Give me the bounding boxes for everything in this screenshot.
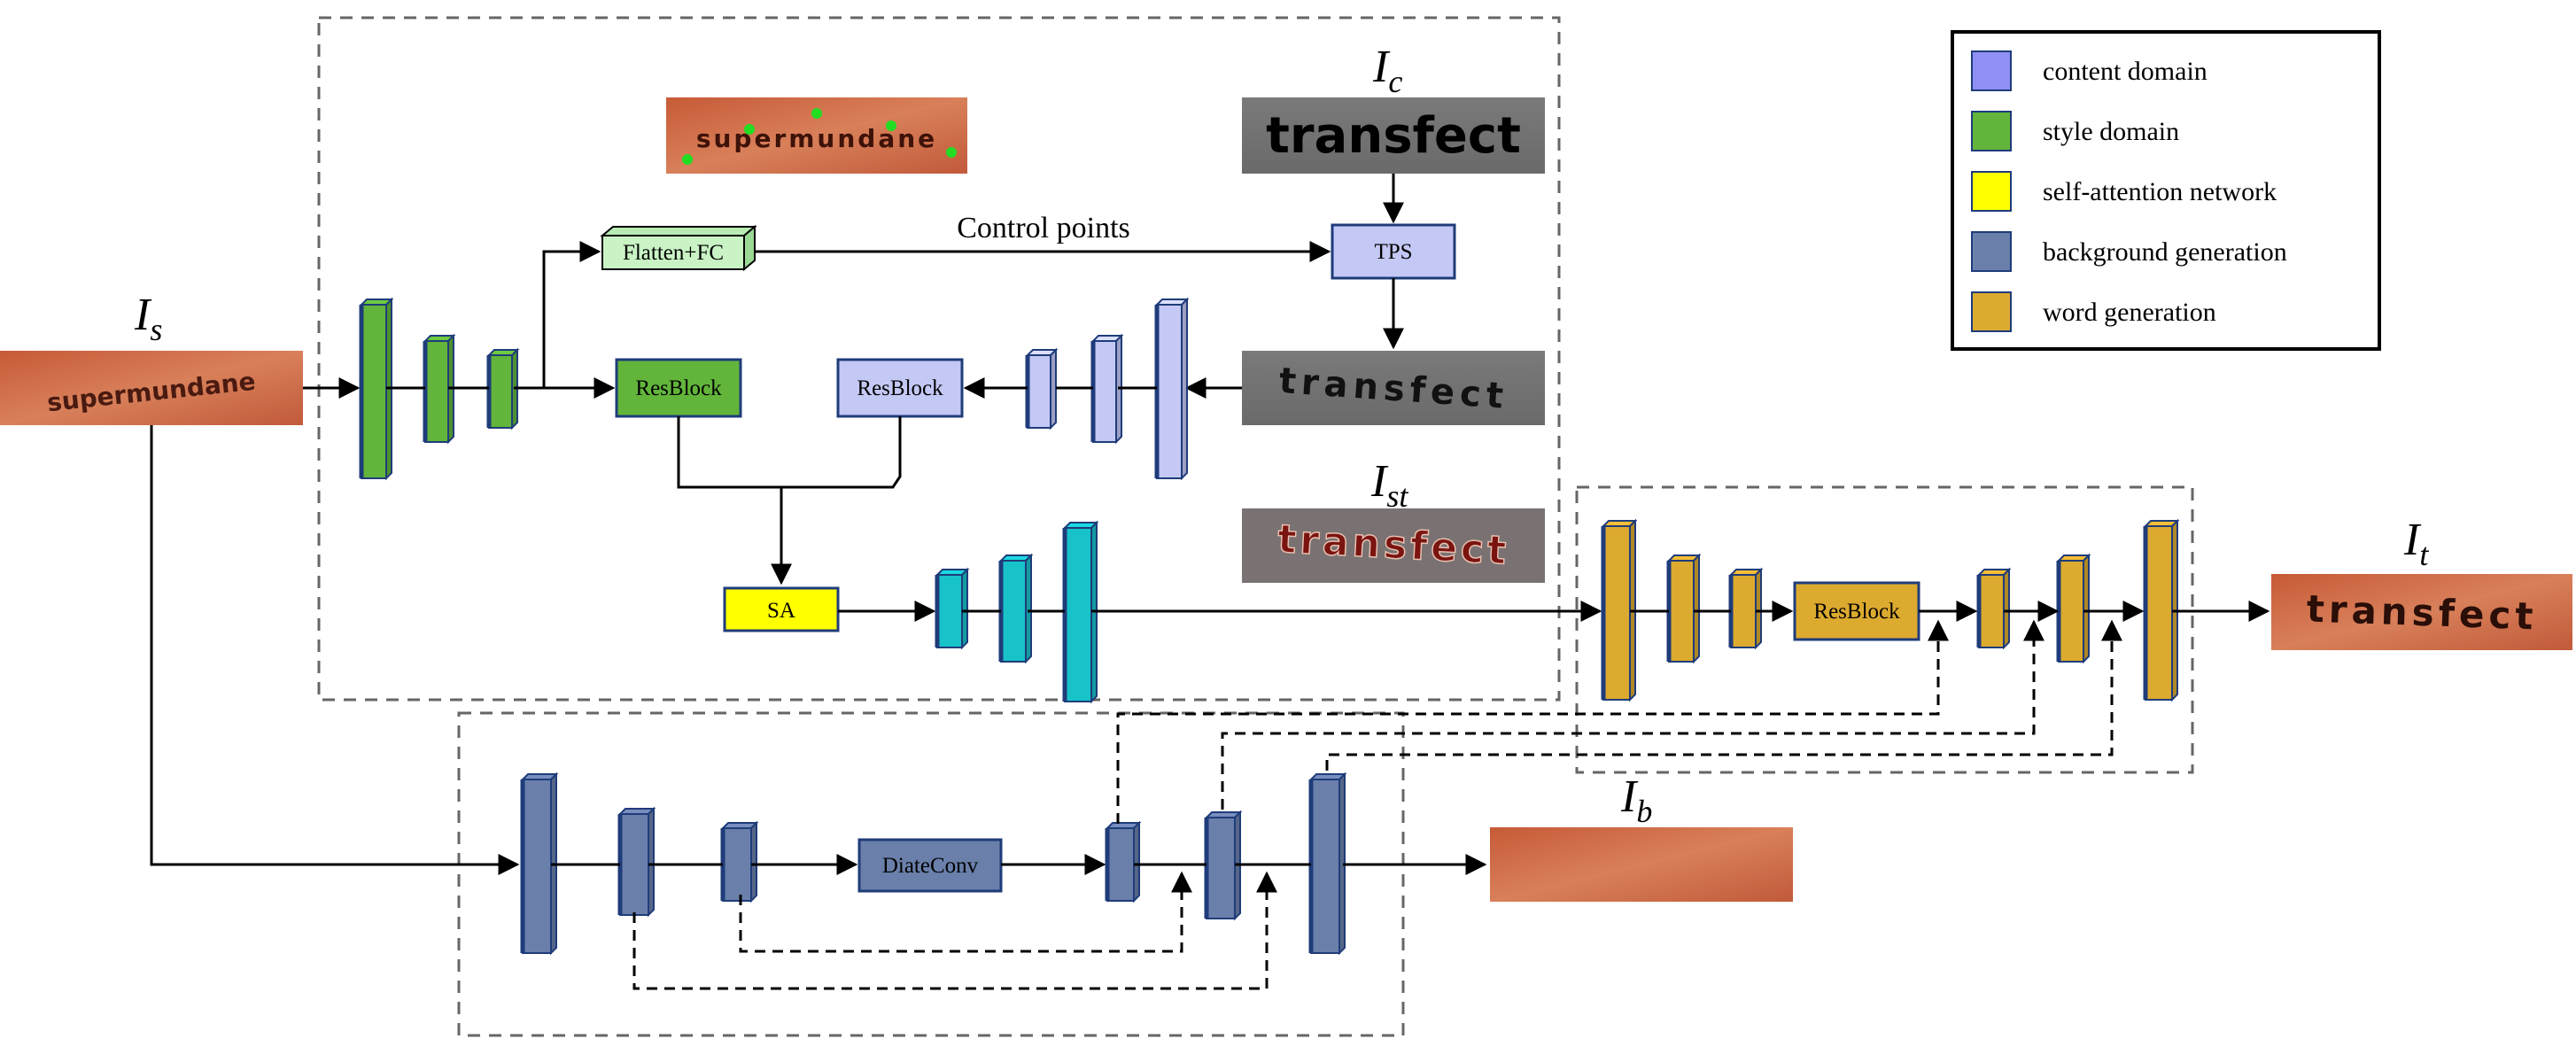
content-encoder-layer-2 <box>1090 333 1124 445</box>
fusion-encoder-layer-2 <box>1666 553 1702 664</box>
legend-label: self-attention network <box>2043 177 2277 206</box>
legend-label: background generation <box>2043 237 2287 267</box>
sa-label: SA <box>767 599 795 623</box>
legend-item: background generation <box>1971 231 2287 272</box>
resblock-word <box>1793 581 1920 641</box>
style-control-points-image: supermundane <box>666 97 967 174</box>
arrow-is-to-background <box>150 425 520 875</box>
input-image-Is: supermundane Is <box>0 290 303 425</box>
control-points-image-word: supermundane <box>696 124 937 153</box>
symbol-It: It <box>2403 515 2429 572</box>
legend-item: self-attention network <box>1971 171 2277 212</box>
teal-layer-2 <box>998 553 1034 664</box>
diateconv-block <box>857 838 1003 893</box>
legend-item: word generation <box>1971 291 2216 332</box>
content-image <box>1242 97 1545 174</box>
skip-bg-to-fusion-1 <box>1116 619 1949 824</box>
legend: content domain style domain self-attention… <box>1951 30 2381 351</box>
control-point-1 <box>682 154 693 165</box>
resblock-word-label: ResBlock <box>1813 600 1900 624</box>
style-encoder-layer-2 <box>423 333 456 445</box>
fusion-decoder-layer-2 <box>2056 553 2091 664</box>
content-encoder <box>1025 297 1190 481</box>
source-image <box>0 351 303 425</box>
style-encoder-layer-3 <box>486 347 520 430</box>
control-points-markers <box>682 108 957 165</box>
legend-swatch <box>1971 171 2012 212</box>
skip-bg-to-fusion-3 <box>1325 619 2122 771</box>
legend-swatch <box>1971 111 2012 151</box>
background-image-Ib: Ib <box>1490 771 1793 902</box>
tps-block <box>1331 223 1456 280</box>
bg-encoder-layer-1 <box>520 771 559 956</box>
legend-swatch <box>1971 291 2012 332</box>
control-point-3 <box>811 108 822 119</box>
legend-frame <box>1951 30 2381 351</box>
resblock-style-label: ResBlock <box>635 376 722 400</box>
control-point-5 <box>946 147 957 158</box>
content-image-word: transfect <box>1266 107 1521 165</box>
legend-item: content domain <box>1971 50 2207 91</box>
symbol-Ic: Ic <box>1372 42 1402 99</box>
warped-content-image: transfect <box>1242 351 1545 425</box>
conversion-module-region <box>317 16 1561 702</box>
background-image <box>1490 827 1793 902</box>
sa-block <box>723 586 840 632</box>
symbol-Ib: Ib <box>1620 771 1652 829</box>
fusion-encoder-layer-3 <box>1728 567 1764 650</box>
link-resblock-content-merge <box>781 416 902 489</box>
resblock-content <box>836 358 964 418</box>
legend-item: style domain <box>1971 111 2179 151</box>
warped-image <box>1242 351 1545 425</box>
teal-layer-3 <box>1062 520 1099 704</box>
control-point-4 <box>886 120 896 131</box>
bg-decoder-layer-3 <box>1308 771 1347 956</box>
background-module-region <box>457 711 1405 1037</box>
legend-label: content domain <box>2043 57 2207 86</box>
legend-label: style domain <box>2043 117 2179 146</box>
content-image-Ic: Ic transfect <box>1242 42 1545 174</box>
fusion-decoder-layer-3 <box>2143 518 2180 702</box>
link-resblock-style-merge <box>677 416 781 489</box>
resblock-style <box>615 358 742 418</box>
style-encoder-layer-1 <box>359 297 394 481</box>
styled-image <box>1242 508 1545 583</box>
bg-decoder-layer-2 <box>1204 810 1243 921</box>
tps-label: TPS <box>1374 240 1412 264</box>
bg-decoder-layer-1 <box>1105 820 1142 903</box>
content-encoder-layer-1 <box>1154 297 1190 481</box>
text-conversion-decoder <box>935 520 1099 704</box>
fusion-decoder-layer-1 <box>1976 567 2012 650</box>
skip-bg-to-fusion-2 <box>1221 619 2045 810</box>
symbol-Is: Is <box>134 290 162 347</box>
styled-image-Ist: Ist transfect <box>1242 456 1545 583</box>
control-points-label: Control points <box>957 212 1130 244</box>
content-encoder-layer-3 <box>1025 347 1059 430</box>
legend-swatch <box>1971 231 2012 272</box>
flatten-fc-label: Flatten+FC <box>623 241 724 265</box>
legend-label: word generation <box>2043 298 2216 327</box>
skip-bg-inner <box>739 871 1192 953</box>
resblock-content-label: ResBlock <box>857 376 943 400</box>
symbol-Ist: Ist <box>1370 456 1408 514</box>
bg-encoder-layer-2 <box>617 806 656 918</box>
style-encoder <box>359 297 520 481</box>
output-image-It: It transfect <box>2271 515 2572 650</box>
teal-layer-1 <box>935 567 970 650</box>
diateconv-label: DiateConv <box>882 854 979 878</box>
skip-bg-outer <box>632 871 1277 990</box>
bg-encoder-layer-3 <box>720 820 759 903</box>
fusion-module-region <box>1575 485 2194 774</box>
flatten-fc-block: Flatten+FC <box>600 224 757 272</box>
background-inpainting-network <box>520 771 1347 956</box>
arrow-to-flatten-fc <box>542 241 601 388</box>
control-point-2 <box>744 124 755 135</box>
fusion-encoder-layer-1 <box>1601 518 1638 702</box>
output-image-word: transfect <box>2306 586 2538 638</box>
output-image <box>2271 574 2572 650</box>
legend-swatch <box>1971 50 2012 91</box>
